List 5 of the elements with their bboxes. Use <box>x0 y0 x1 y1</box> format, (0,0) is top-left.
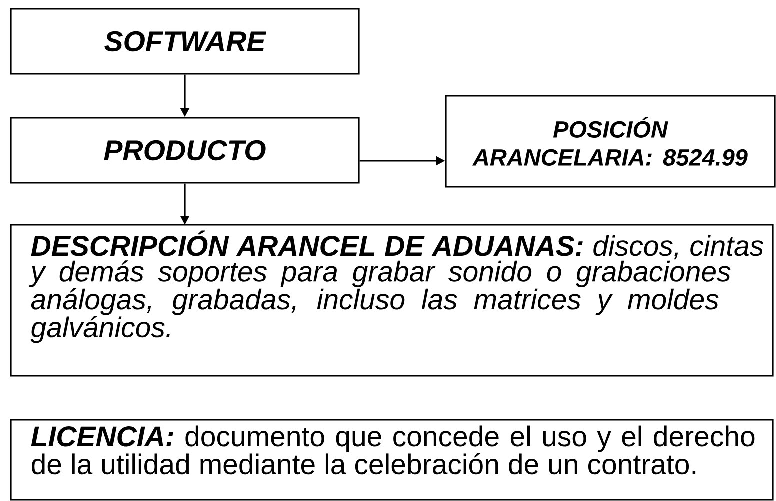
description-box: DESCRIPCIÓN ARANCEL DE ADUANAS: discos, cintas y demás soportes para grabar sonido o grabaciones análogas, grabadas, incluso las matrices y moldes galvánicos. <box>10 224 774 377</box>
process-box: PRODUCTO <box>10 117 360 184</box>
process-box: SOFTWARE <box>10 8 360 75</box>
note-box: LICENCIA: documento que concede el uso y el derecho de la utilidad mediante la celebración de un contrato. <box>10 419 774 501</box>
info-box: POSICIÓN ARANCELARIA: 8524.99 <box>445 95 776 188</box>
